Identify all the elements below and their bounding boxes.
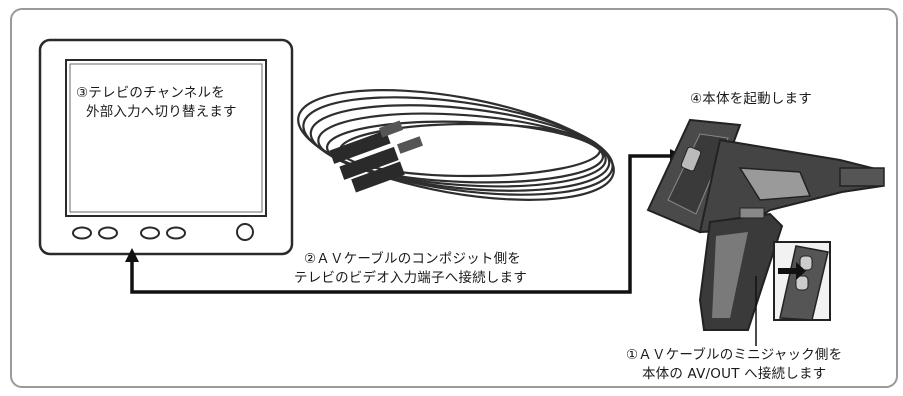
rca-plugs <box>329 120 423 193</box>
tv-monitor <box>38 38 294 256</box>
scope-device <box>646 118 885 331</box>
step3-line2: 外部入力へ切り替えます <box>86 104 237 120</box>
step4-power-on-label: ④本体を起動します <box>690 91 812 107</box>
step2-line2: テレビのビデオ入力端子へ接続します <box>294 270 527 286</box>
tv-buttons <box>72 223 254 241</box>
step1-minijack-label: ①ＡＶケーブルのミニジャック側を 本体の AV/OUT へ接続します <box>626 346 842 384</box>
connection-arrow <box>130 154 672 294</box>
step3-line1: ③テレビのチャンネルを <box>76 85 225 101</box>
step3-tv-channel-label: ③テレビのチャンネルを 外部入力へ切り替えます <box>76 84 237 122</box>
step1-line1: ①ＡＶケーブルのミニジャック側を <box>626 347 843 363</box>
av-cable-coil <box>297 89 615 201</box>
step2-composite-label: ②ＡＶケーブルのコンポジット側を テレビのビデオ入力端子へ接続します <box>294 250 527 288</box>
av-out-inset <box>773 241 831 321</box>
arrowhead-tv <box>125 248 139 262</box>
step1-line2: 本体の AV/OUT へ接続します <box>641 366 827 382</box>
step2-line1: ②ＡＶケーブルのコンポジット側を <box>304 251 521 267</box>
